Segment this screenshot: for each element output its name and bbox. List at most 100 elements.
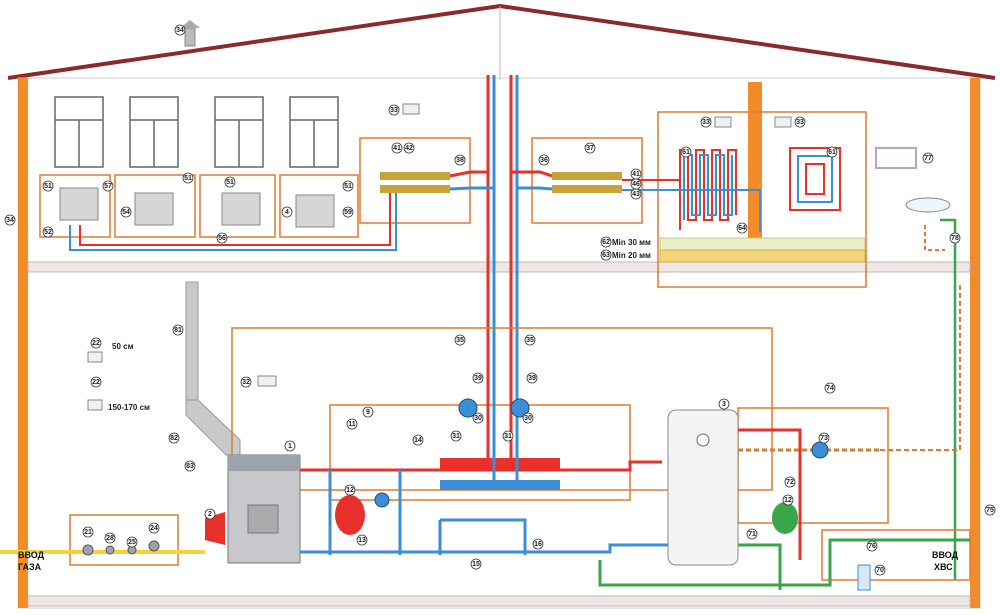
callout-c54: 54 (120, 206, 132, 218)
callout-circle (102, 180, 114, 192)
callout-number: 74 (826, 385, 834, 392)
radiator (221, 192, 261, 226)
callout-circle (120, 206, 132, 218)
callout-c35b: 35 (524, 334, 536, 346)
callout-number: 22 (92, 379, 100, 386)
callout-circle (949, 232, 961, 244)
sensor (87, 399, 103, 411)
callout-number: 57 (104, 183, 112, 190)
callout-circle (874, 564, 886, 576)
expansion-tank-heating (335, 495, 365, 535)
callout-c72: 72 (784, 476, 796, 488)
callout-circle (454, 154, 466, 166)
callout-number: 54 (122, 209, 130, 216)
windows (54, 96, 339, 168)
callout-circle (126, 536, 138, 548)
callout-number: 56 (218, 235, 226, 242)
callout-circle (718, 398, 730, 410)
callout-c51b: 51 (182, 172, 194, 184)
callout-circle (42, 226, 54, 238)
callout-number: 43 (632, 191, 640, 198)
callout-c46: 46 (630, 178, 642, 190)
callout-circle (174, 24, 186, 36)
upper-frames (39, 111, 867, 288)
callout-c56: 56 (216, 232, 228, 244)
callout-circle (450, 430, 462, 442)
callout-c61a: 61 (680, 146, 692, 158)
expansion-tank-water (772, 502, 798, 534)
callout-c61b: 61 (826, 146, 838, 158)
callout-circle (281, 206, 293, 218)
callout-number: 21 (84, 529, 92, 536)
callout-number: 52 (44, 229, 52, 236)
callout-circle (284, 440, 296, 452)
callout-circle (538, 154, 550, 166)
radiator (295, 194, 335, 228)
thermostat (774, 116, 792, 128)
callout-number: 77 (924, 155, 932, 162)
callout-number: 9 (366, 409, 370, 416)
callout-number: 81 (174, 327, 182, 334)
thermostats (87, 103, 792, 411)
callout-c62: 62 (600, 236, 612, 248)
callout-c42: 42 (403, 142, 415, 154)
callout-number: 78 (951, 235, 959, 242)
callout-c59a: 59 (342, 206, 354, 218)
callout-c4: 4 (281, 206, 293, 218)
callout-circle (630, 188, 642, 200)
gas-input-label-1: ВВОД (18, 550, 45, 560)
manifold-left-return (380, 185, 450, 193)
callout-c71: 71 (746, 528, 758, 540)
callout-c25: 25 (126, 536, 138, 548)
height-150-label: 150-170 см (108, 403, 150, 412)
callout-number: 51 (184, 175, 192, 182)
callout-number: 16 (534, 541, 542, 548)
roof (7, 3, 996, 80)
callout-c9: 9 (362, 406, 374, 418)
callout-circle (584, 142, 596, 154)
callout-number: 82 (170, 435, 178, 442)
callout-c33b: 33 (700, 116, 712, 128)
callout-number: 70 (876, 567, 884, 574)
callout-c38a: 38 (454, 154, 466, 166)
callout-c35a: 35 (454, 334, 466, 346)
callout-number: 25 (128, 539, 136, 546)
callout-number: 12 (346, 487, 354, 494)
boiler-room-frames (69, 327, 971, 581)
callout-c57: 57 (102, 180, 114, 192)
callout-circle (90, 337, 102, 349)
callout-number: 28 (106, 535, 114, 542)
gas-line-fittings (82, 540, 160, 556)
callout-c51a: 51 (42, 180, 54, 192)
boiler-room-piping (0, 282, 970, 590)
window (289, 96, 339, 168)
callout-number: 72 (786, 479, 794, 486)
callout-c15: 15 (470, 558, 482, 570)
ground-slab (27, 595, 971, 607)
callout-circle (148, 522, 160, 534)
callout-number: 22 (92, 340, 100, 347)
cold-water-input-label-1: ВВОД (932, 550, 959, 560)
callout-circle (784, 476, 796, 488)
callout-c22a: 22 (90, 337, 102, 349)
callout-c77: 77 (922, 152, 934, 164)
callout-circle (342, 206, 354, 218)
callout-number: 35 (456, 337, 464, 344)
underfloor-heating (659, 147, 866, 263)
callout-circle (470, 558, 482, 570)
callout-circle (42, 180, 54, 192)
pump (374, 492, 390, 508)
callout-number: 11 (348, 421, 356, 428)
callout-c51c: 51 (224, 176, 236, 188)
callout-circle (600, 236, 612, 248)
callout-number: 38 (456, 157, 464, 164)
callout-number: 83 (186, 463, 194, 470)
manifold-right-return (552, 185, 622, 193)
callout-c64: 64 (736, 222, 748, 234)
callout-circle (526, 372, 538, 384)
callout-number: 59 (344, 209, 352, 216)
window (129, 96, 179, 168)
callout-number: 35 (526, 337, 534, 344)
